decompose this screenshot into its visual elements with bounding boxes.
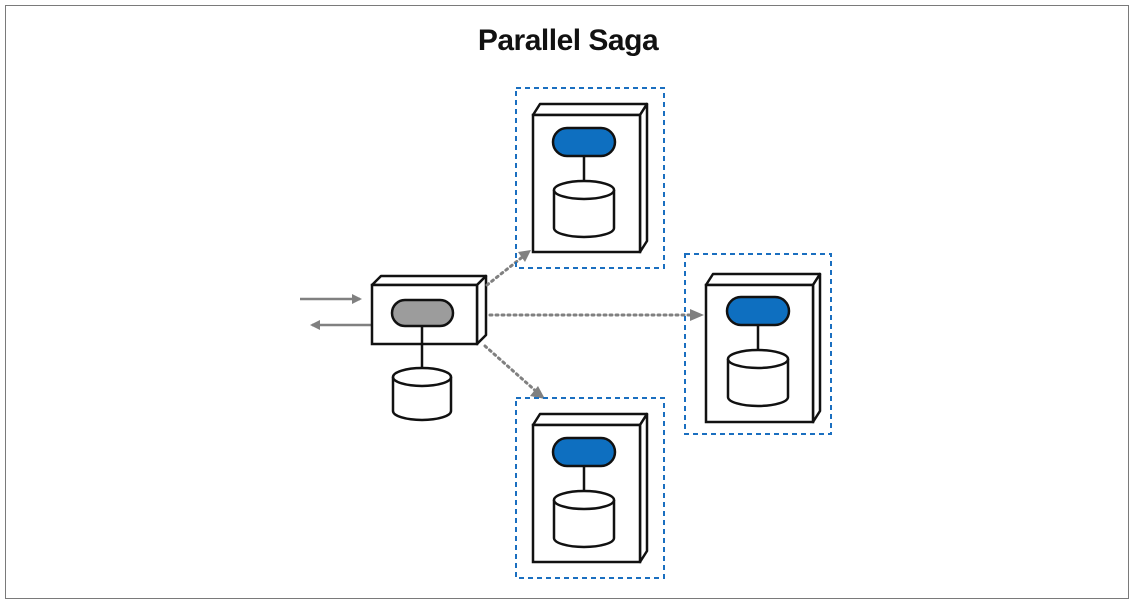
call-arrow-bottom [483, 344, 545, 399]
service-pill-icon [551, 436, 617, 468]
service-boundary-bottom [515, 397, 665, 579]
participant-service-top [515, 87, 665, 269]
service-pill-icon [551, 126, 617, 158]
database-icon [726, 348, 790, 408]
service-boundary-right [684, 253, 832, 435]
database-icon [552, 489, 616, 549]
call-arrow-right [488, 309, 704, 321]
diagram-frame [5, 5, 1129, 599]
diagram-title: Parallel Saga [477, 24, 659, 57]
participant-service-bottom [515, 397, 665, 579]
participant-service-right [684, 253, 832, 435]
service-boundary-top [515, 87, 665, 269]
database-icon [552, 179, 616, 239]
orchestrator-pill-icon [390, 298, 455, 328]
call-arrow-top [485, 250, 531, 287]
service-pill-icon [725, 295, 791, 327]
orchestrator-database-icon [391, 366, 453, 422]
orchestrator-service [370, 274, 488, 422]
